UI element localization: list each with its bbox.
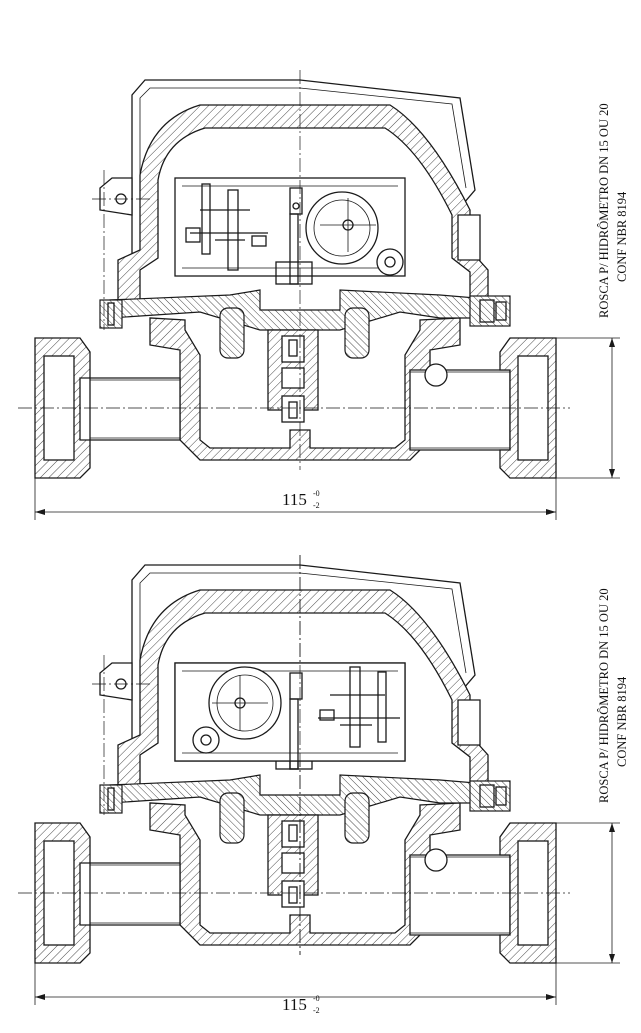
tolerance-upper-top: -0 <box>313 489 320 498</box>
thread-note-top: ROSCA P/ HIDRÔMETRO DN 15 OU 20 <box>597 103 611 318</box>
standard-note-bottom: CONF NBR 8194 <box>615 676 629 767</box>
meter-drawing-top: 115 -0 -2 ROSCA P/ HIDRÔMETRO DN 15 OU 2… <box>17 69 629 521</box>
thread-note-bottom: ROSCA P/ HIDRÔMETRO DN 15 OU 20 <box>597 588 611 803</box>
tolerance-lower-top: -2 <box>313 501 320 510</box>
tolerance-upper-bottom: -0 <box>313 994 320 1003</box>
tolerance-lower-bottom: -2 <box>313 1006 320 1015</box>
dimension-value-bottom: 115 <box>282 995 307 1014</box>
meter-drawing-bottom: 115 -0 -2 ROSCA P/ HIDRÔMETRO DN 15 OU 2… <box>17 554 629 1015</box>
standard-note-top: CONF NBR 8194 <box>615 191 629 282</box>
dimension-value-top: 115 <box>282 490 307 509</box>
